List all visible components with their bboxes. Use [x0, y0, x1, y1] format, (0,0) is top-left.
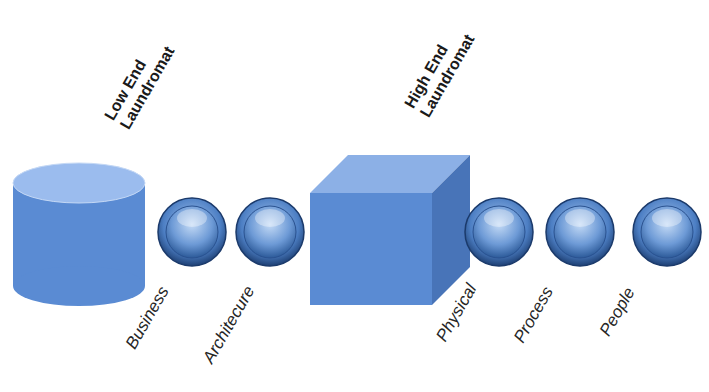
- shape-outline: [12, 162, 146, 307]
- node-label: Architecure: [199, 283, 259, 367]
- sphere-node: People: [632, 197, 702, 267]
- shape-outline: [464, 197, 534, 267]
- node-heading: High End Laundromat: [401, 15, 483, 120]
- shape-outline: [310, 155, 470, 305]
- sphere-node: Architecure: [235, 197, 305, 267]
- shape-outline: [157, 197, 227, 267]
- shape-outline: [235, 197, 305, 267]
- node-label: Process: [509, 283, 557, 346]
- sphere-node: Physical: [464, 197, 534, 267]
- cylinder-node: Low End Laundromat: [12, 162, 146, 307]
- node-label: People: [595, 284, 638, 340]
- node-heading: Low End Laundromat: [101, 27, 183, 132]
- cube-node: High End Laundromat: [310, 155, 470, 305]
- shape-outline: [632, 197, 702, 267]
- sphere-node: Business: [157, 197, 227, 267]
- shape-outline: [545, 197, 615, 267]
- sphere-node: Process: [545, 197, 615, 267]
